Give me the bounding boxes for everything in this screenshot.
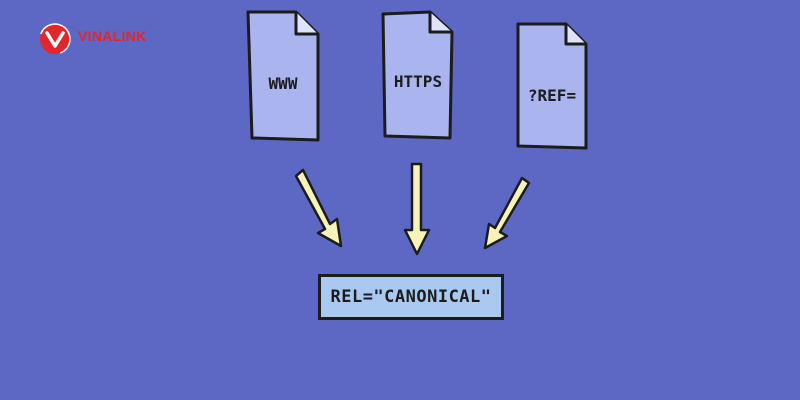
document-icon [381,10,454,140]
arrow-down-left-icon [483,176,531,250]
vinalink-logo-icon [39,23,71,55]
document-icon [246,10,320,142]
document-label-https: HTTPS [393,72,443,91]
brand-name: VINALINK [78,28,147,44]
canonical-tag-label: REL="CANONICAL" [330,287,492,307]
document-icon [516,22,588,150]
arrow-down-right-icon [294,168,343,248]
canonical-tag-box: REL="CANONICAL" [318,274,504,320]
document-label-www: WWW [268,74,298,93]
document-label-ref: ?REF= [527,86,577,105]
brand-logo[interactable]: VINALINK [38,22,188,56]
arrow-down-icon [403,162,431,256]
